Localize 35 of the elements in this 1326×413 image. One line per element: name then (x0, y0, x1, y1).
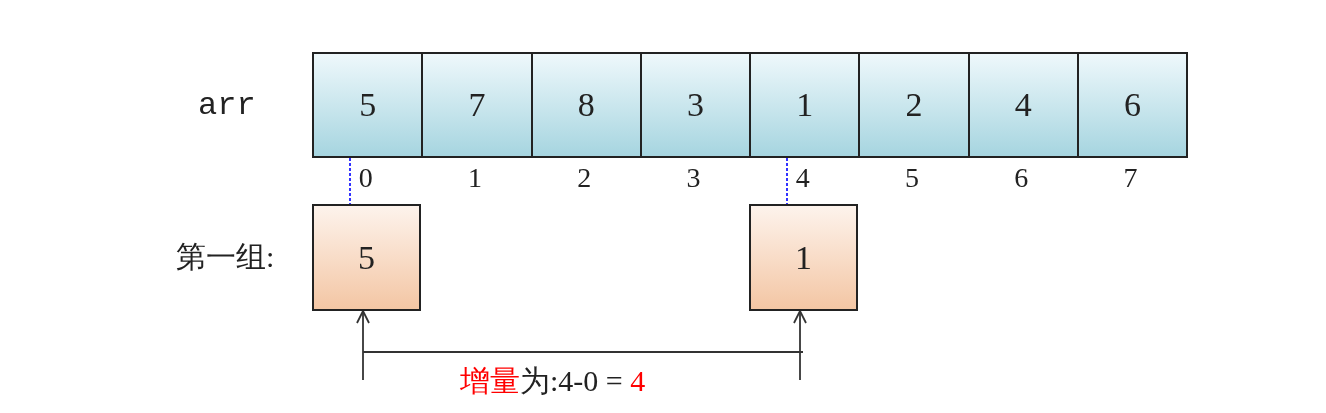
array-name: arr (198, 90, 256, 122)
cell-value: 7 (468, 88, 486, 122)
array-cell (858, 52, 970, 158)
group-box (749, 204, 858, 311)
group-box (312, 204, 421, 311)
index-label: 1 (467, 164, 482, 192)
cell-value: 6 (1123, 88, 1141, 122)
arrow (356, 310, 370, 381)
index-label: 5 (904, 164, 919, 192)
cell-value: 4 (1014, 88, 1032, 122)
array-cell (421, 52, 533, 158)
array-cell (312, 52, 424, 158)
index-label: 3 (686, 164, 701, 192)
cell-value: 5 (358, 240, 375, 275)
dotted-line (349, 157, 351, 205)
index-label: 2 (577, 164, 592, 192)
array-cell (530, 52, 642, 158)
cell-value: 3 (686, 88, 704, 122)
cell-value: 5 (359, 88, 377, 122)
index-label: 6 (1014, 164, 1029, 192)
dotted-line (786, 157, 788, 205)
arrow (793, 310, 807, 381)
array-cell (639, 52, 751, 158)
increment-text: 增量为:4-0 = 4 (460, 366, 646, 396)
array-cell (1076, 52, 1188, 158)
cell-value: 1 (795, 240, 812, 275)
index-label: 7 (1123, 164, 1138, 192)
cell-value: 1 (796, 88, 814, 122)
cell-value: 2 (905, 88, 923, 122)
array-cell (967, 52, 1079, 158)
cell-value: 8 (577, 88, 595, 122)
index-label: 0 (358, 164, 373, 192)
index-label: 4 (795, 164, 810, 192)
array-cell (749, 52, 861, 158)
group-label: 第一组: (176, 242, 275, 272)
